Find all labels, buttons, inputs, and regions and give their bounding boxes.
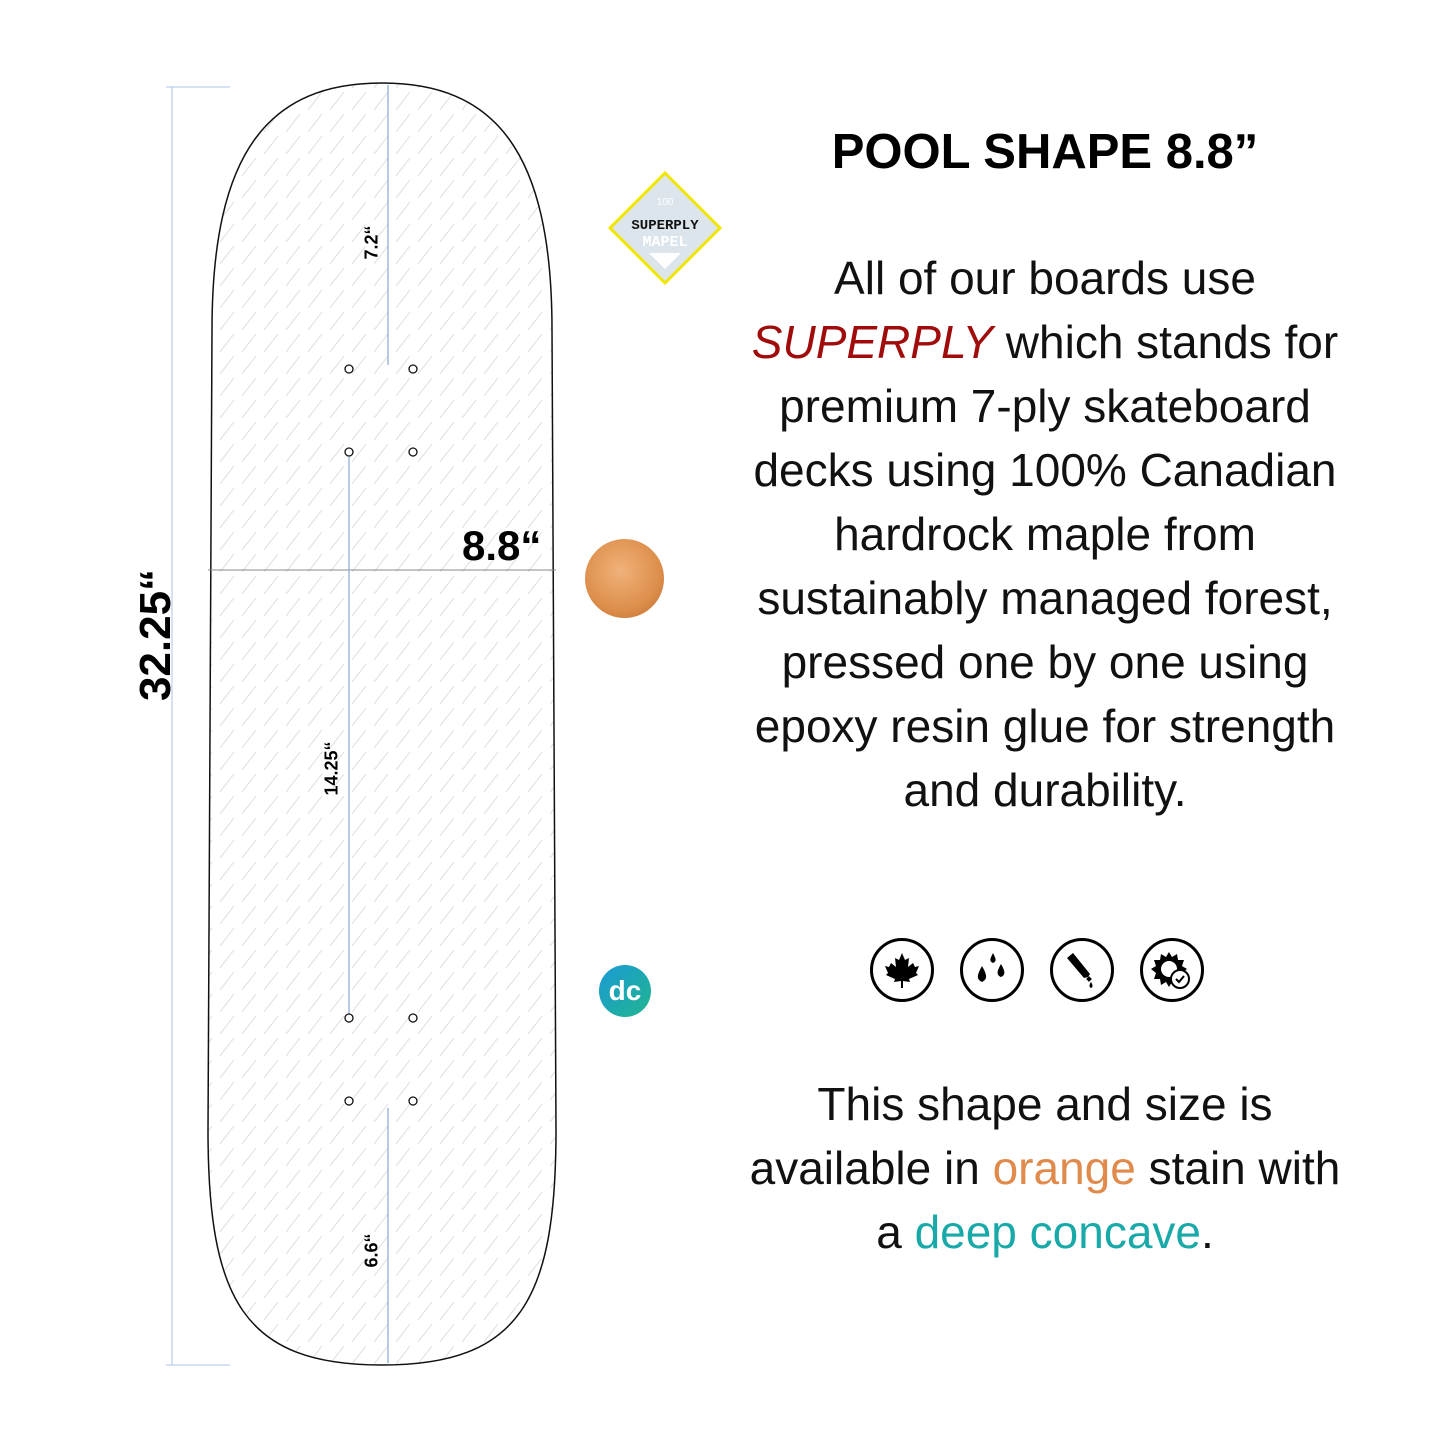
wheelbase-label: 14.25“ bbox=[321, 741, 342, 796]
width-label: 8.8“ bbox=[462, 522, 542, 569]
glue-tube-icon bbox=[1050, 938, 1114, 1002]
svg-text:SUPERPLY: SUPERPLY bbox=[631, 218, 699, 234]
feature-icons bbox=[870, 938, 1204, 1002]
deck-outline bbox=[207, 82, 557, 1366]
tail-label: 6.6“ bbox=[361, 1233, 382, 1268]
maple-leaf-icon bbox=[870, 938, 934, 1002]
page-title: POOL SHAPE 8.8” bbox=[831, 125, 1259, 179]
sun-check-icon bbox=[1140, 938, 1204, 1002]
stain-color: orange bbox=[992, 1142, 1136, 1194]
svg-text:MAPEL: MAPEL bbox=[642, 234, 687, 251]
description: All of our boards use SUPERPLY which sta… bbox=[751, 252, 1339, 816]
brand-name: SUPERPLY bbox=[751, 316, 994, 368]
water-drops-icon bbox=[960, 938, 1024, 1002]
orange-stain-swatch bbox=[585, 539, 664, 618]
svg-text:100: 100 bbox=[657, 197, 674, 208]
length-label: 32.25“ bbox=[131, 568, 181, 702]
concave-type: deep concave bbox=[914, 1206, 1202, 1258]
availability-text: This shape and size is available in oran… bbox=[749, 1078, 1341, 1258]
dc-logo: dc bbox=[599, 965, 651, 1017]
nose-label: 7.2“ bbox=[361, 225, 382, 260]
truck-holes bbox=[344, 364, 418, 1106]
superply-maple-badge: 100 SUPERPLY MAPEL bbox=[607, 170, 723, 291]
